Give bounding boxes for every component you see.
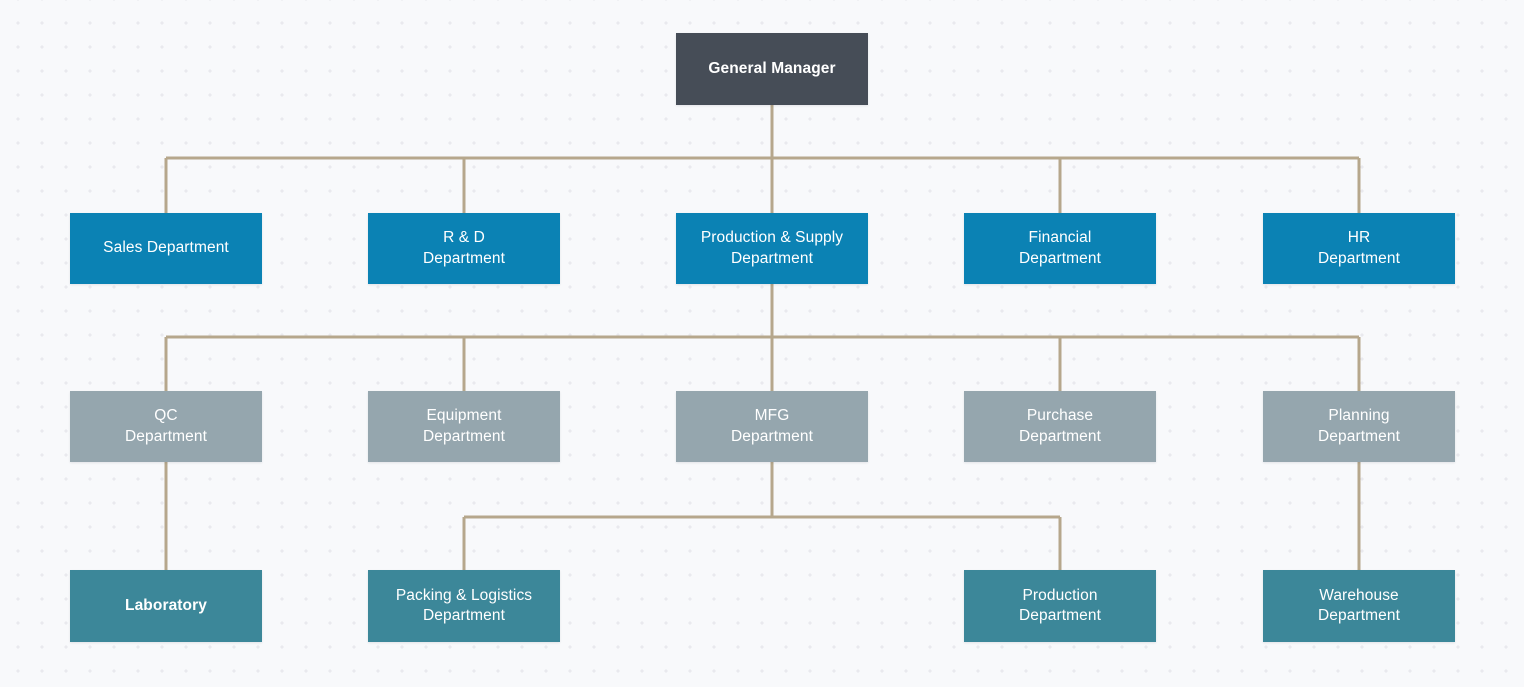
node-label-production-department: Production Department xyxy=(1019,586,1101,624)
node-general-manager[interactable]: General Manager xyxy=(676,33,868,105)
node-label-financial-department: Financial Department xyxy=(1019,229,1101,267)
node-label-mfg-department: MFG Department xyxy=(731,407,813,445)
node-label-laboratory: Laboratory xyxy=(125,596,207,614)
node-laboratory[interactable]: Laboratory xyxy=(70,570,262,642)
node-packing-logistics-department[interactable]: Packing & Logistics Department xyxy=(368,570,560,642)
node-equipment-department[interactable]: Equipment Department xyxy=(368,391,560,462)
node-label-equipment-department: Equipment Department xyxy=(423,407,505,445)
node-label-qc-department: QC Department xyxy=(125,407,207,445)
node-qc-department[interactable]: QC Department xyxy=(70,391,262,462)
node-planning-department[interactable]: Planning Department xyxy=(1263,391,1455,462)
node-mfg-department[interactable]: MFG Department xyxy=(676,391,868,462)
node-label-sales-department: Sales Department xyxy=(103,239,229,257)
node-label-purchase-department: Purchase Department xyxy=(1019,407,1101,445)
node-warehouse-department[interactable]: Warehouse Department xyxy=(1263,570,1455,642)
node-label-general-manager: General Manager xyxy=(708,59,836,77)
node-label-planning-department: Planning Department xyxy=(1318,407,1400,445)
node-label-warehouse-department: Warehouse Department xyxy=(1318,586,1400,624)
node-production-supply-department[interactable]: Production & Supply Department xyxy=(676,213,868,284)
node-production-department[interactable]: Production Department xyxy=(964,570,1156,642)
node-purchase-department[interactable]: Purchase Department xyxy=(964,391,1156,462)
node-label-packing-logistics-department: Packing & Logistics Department xyxy=(395,586,533,624)
node-sales-department[interactable]: Sales Department xyxy=(70,213,262,284)
node-financial-department[interactable]: Financial Department xyxy=(964,213,1156,284)
node-label-rnd-department: R & D Department xyxy=(423,229,505,267)
node-hr-department[interactable]: HR Department xyxy=(1263,213,1455,284)
node-label-hr-department: HR Department xyxy=(1318,229,1400,267)
node-rnd-department[interactable]: R & D Department xyxy=(368,213,560,284)
node-label-production-supply-department: Production & Supply Department xyxy=(700,229,844,267)
